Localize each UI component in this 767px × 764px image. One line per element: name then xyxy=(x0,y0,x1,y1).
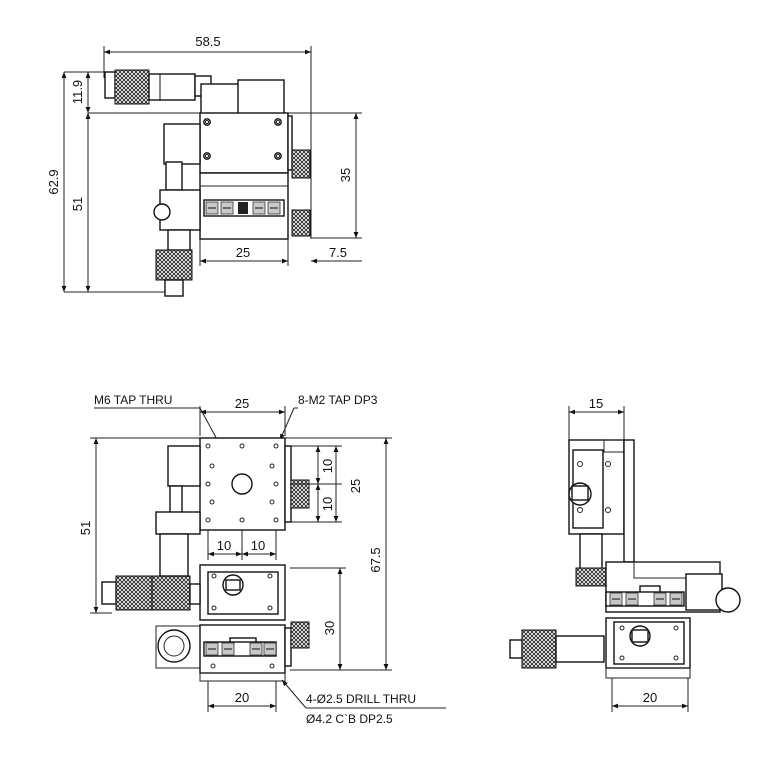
callout-drill-thru: 4-Ø2.5 DRILL THRU xyxy=(306,692,416,706)
dim-25-side: 25 xyxy=(348,479,363,493)
micrometer-knurl-icon xyxy=(114,69,150,105)
dim-30: 30 xyxy=(322,621,337,635)
dim-51-top: 51 xyxy=(70,197,85,211)
dim-51-front: 51 xyxy=(78,521,93,535)
dim-15: 15 xyxy=(589,396,603,411)
screw-icon xyxy=(205,201,281,215)
screw-icon xyxy=(205,642,277,656)
dim-58-5: 58.5 xyxy=(195,34,220,49)
callout-counterbore: Ø4.2 C`B DP2.5 xyxy=(306,712,393,726)
dim-10-b: 10 xyxy=(320,497,335,511)
side-view: 15 xyxy=(509,396,741,712)
callout-m6-tap: M6 TAP THRU xyxy=(94,393,172,407)
dim-20-side: 20 xyxy=(643,690,657,705)
dim-10-d: 10 xyxy=(251,538,265,553)
screw-icon xyxy=(609,592,683,606)
dim-10-a: 10 xyxy=(320,459,335,473)
dim-25-front: 25 xyxy=(235,396,249,411)
dim-11-9: 11.9 xyxy=(70,80,85,104)
dim-7-5: 7.5 xyxy=(329,245,347,260)
dim-67-5: 67.5 xyxy=(368,547,383,572)
top-view: 58.5 11.9 62.9 51 xyxy=(46,34,362,297)
dim-20-front: 20 xyxy=(235,690,249,705)
callout-8-m2-tap: 8-M2 TAP DP3 xyxy=(298,393,378,407)
dim-35: 35 xyxy=(338,168,353,182)
tap-hole-icon xyxy=(205,443,279,523)
dim-10-c: 10 xyxy=(217,538,231,553)
dim-25-top: 25 xyxy=(236,245,250,260)
front-view: M6 TAP THRU 8-M2 TAP DP3 25 51 xyxy=(78,393,446,726)
dim-62-9: 62.9 xyxy=(46,169,61,194)
